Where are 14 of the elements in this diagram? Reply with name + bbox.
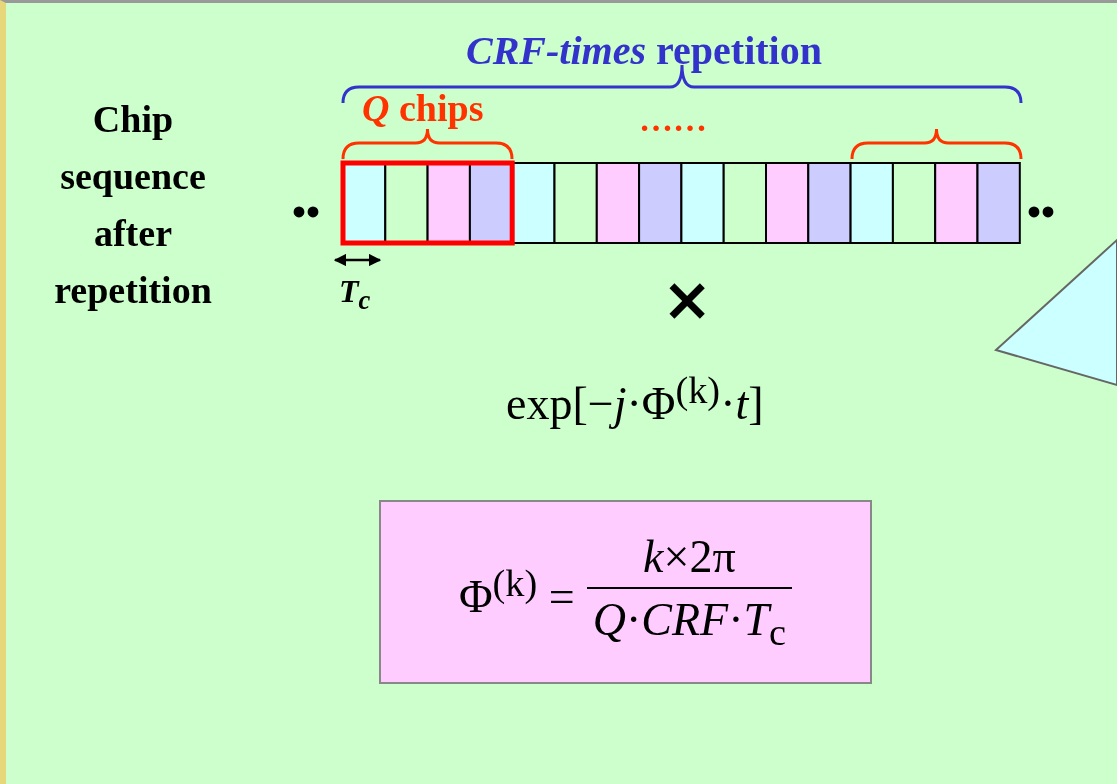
- numerator: k×2π: [642, 529, 737, 584]
- callout-pointer: [994, 237, 1117, 387]
- multiply-sign: ×: [662, 269, 713, 329]
- row-label: Chip sequence after repetition: [53, 97, 213, 313]
- heading: CRF-times repetition: [466, 31, 822, 71]
- continuation-dots: ••: [1027, 193, 1055, 233]
- chip-duration-label: T$_{c}$: [339, 275, 371, 315]
- formula-box: [379, 500, 872, 684]
- group-label: Q chips: [362, 89, 484, 127]
- ellipsis: ……: [639, 103, 707, 137]
- formula: exp[−j·Φ$^{(k)}$·t]: [506, 371, 764, 428]
- formula: Φ$^{(k)}$ =: [458, 560, 575, 624]
- continuation-dots: ••: [292, 193, 320, 233]
- denominator: Q·CRF·T$_{c}$: [591, 592, 788, 655]
